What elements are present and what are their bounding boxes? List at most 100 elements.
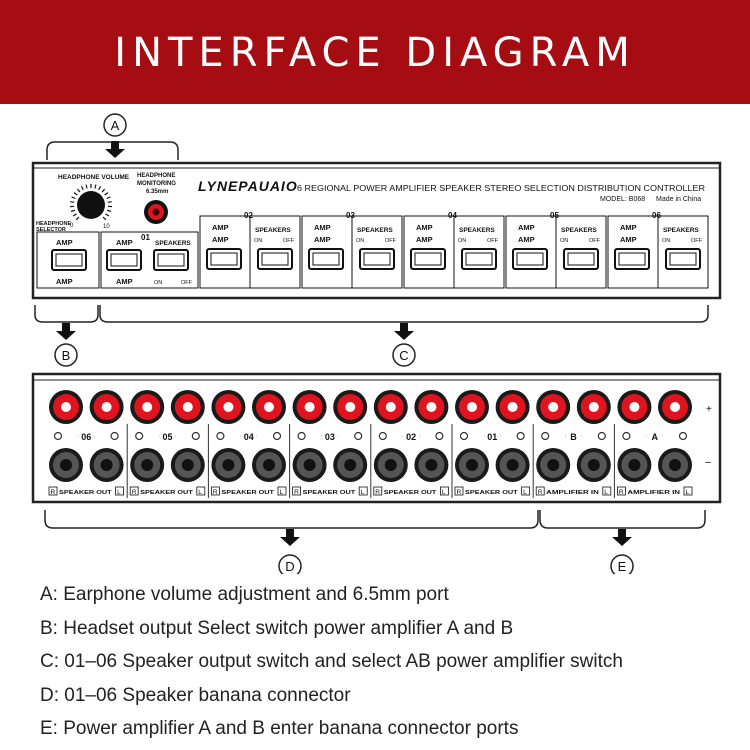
screw-dot bbox=[597, 431, 606, 441]
headphone-monitoring-label-3: 6.35mm bbox=[146, 189, 168, 195]
binding-post-red-hole bbox=[426, 402, 437, 412]
zone-speakers-label: SPEAKERS bbox=[459, 227, 495, 234]
callout-d-circle bbox=[278, 554, 302, 574]
headphone-monitoring-label-1: HEADPHONE bbox=[137, 173, 175, 179]
binding-post-red-hole bbox=[629, 402, 640, 412]
screw-dot bbox=[53, 431, 63, 441]
volume-knob[interactable] bbox=[77, 191, 105, 219]
binding-post-black-hole bbox=[547, 459, 560, 471]
group-number-06: 06 bbox=[81, 432, 91, 442]
binding-post-black-hole bbox=[669, 459, 681, 471]
dial-tick bbox=[80, 186, 84, 191]
minus-sign: − bbox=[705, 457, 711, 469]
binding-post-red-hole bbox=[182, 402, 193, 412]
panel-description: 6 REGIONAL POWER AMPLIFIER SPEAKER STERE… bbox=[297, 183, 705, 193]
r-box bbox=[129, 486, 139, 496]
l-box bbox=[115, 486, 124, 496]
callout-b: B bbox=[34, 305, 99, 367]
page-title: INTERFACE DIAGRAM bbox=[114, 30, 636, 76]
group-number-bg bbox=[159, 428, 176, 444]
r-label: R bbox=[375, 489, 380, 496]
zone-04-speaker-switch-inner bbox=[465, 252, 493, 266]
binding-post-black-hole bbox=[222, 459, 235, 471]
l-box bbox=[521, 486, 530, 496]
screw-dot bbox=[297, 431, 306, 441]
l-box bbox=[358, 486, 368, 496]
headphone-volume-label: HEADPHONE VOLUME bbox=[58, 174, 130, 181]
l-label: L bbox=[686, 489, 690, 496]
screw-dot bbox=[378, 431, 387, 441]
dial-tick bbox=[105, 213, 110, 217]
zone-05-speaker-switch-inner bbox=[567, 252, 595, 266]
r-label: R bbox=[51, 489, 56, 496]
callout-c-bracket bbox=[99, 305, 709, 323]
binding-post-red-hole bbox=[467, 402, 477, 412]
r-box bbox=[617, 486, 626, 496]
zone-01-speakers-label: SPEAKERS bbox=[155, 240, 191, 247]
headphone-selector-label-1: HEADPHONE bbox=[36, 221, 71, 227]
l-box bbox=[277, 486, 287, 496]
r-label: R bbox=[457, 489, 462, 496]
binding-post-red-hole bbox=[304, 402, 315, 412]
screw-dot bbox=[459, 431, 469, 441]
zone-04-amp-switch-inner bbox=[414, 252, 442, 266]
r-box bbox=[535, 486, 545, 496]
zone-amp-a-label: AMP bbox=[518, 223, 535, 232]
zone-01-off: OFF bbox=[181, 280, 193, 286]
callout-d-arrow bbox=[280, 529, 300, 546]
dial-tick bbox=[102, 216, 107, 221]
zone-03-amp-switch-inner bbox=[312, 252, 340, 266]
zone-03-speaker-switch-inner bbox=[363, 252, 391, 266]
screw-dot bbox=[135, 431, 144, 441]
r-label: R bbox=[619, 489, 624, 496]
zone-01-speaker-switch-inner bbox=[157, 253, 185, 267]
dial-tick bbox=[101, 188, 106, 193]
zone-05-number: 05 bbox=[550, 211, 559, 220]
zone-amp-b-label: AMP bbox=[620, 235, 637, 244]
binding-post-black-hole bbox=[587, 459, 600, 471]
callout-b-letter: B bbox=[62, 348, 71, 363]
zone-02-speaker-switch-inner bbox=[261, 252, 289, 266]
binding-post-black-hole bbox=[60, 459, 72, 471]
callout-c-circle bbox=[392, 343, 416, 367]
binding-post-red-hole bbox=[264, 402, 274, 412]
binding-post-red-hole bbox=[345, 402, 356, 412]
model-number: MODEL: B068 bbox=[600, 196, 645, 203]
callout-e: E bbox=[539, 510, 706, 574]
dial-tick bbox=[107, 201, 112, 203]
group-number-bg bbox=[565, 428, 582, 444]
zone-amp-a-label: AMP bbox=[620, 223, 637, 232]
zone-amp-b-label: AMP bbox=[212, 235, 229, 244]
callout-e-circle bbox=[610, 554, 634, 574]
screw-dot bbox=[678, 431, 688, 441]
group-number-A: A bbox=[651, 432, 658, 442]
binding-post-red-hole bbox=[223, 402, 234, 412]
screw-dot bbox=[541, 431, 550, 441]
l-label: L bbox=[442, 489, 446, 496]
zone-04-number: 04 bbox=[448, 211, 457, 220]
screw-dot bbox=[354, 431, 363, 441]
zone-02-number: 02 bbox=[244, 211, 253, 220]
binding-post-black-hole bbox=[384, 459, 397, 471]
zone-on-label: ON bbox=[356, 238, 364, 244]
l-label: L bbox=[198, 489, 202, 496]
legend-item-e: E: Power amplifier A and B enter banana … bbox=[40, 718, 519, 739]
binding-post-red-hole bbox=[588, 402, 599, 412]
dial-tick bbox=[76, 188, 81, 193]
zone-02-amp-switch-inner bbox=[210, 252, 238, 266]
zone-on-label: ON bbox=[458, 238, 466, 244]
binding-post-black-hole bbox=[344, 459, 357, 471]
r-box bbox=[373, 486, 383, 496]
brand-logo: LYNEPAUAIO bbox=[198, 178, 298, 194]
group-label: SPEAKER OUT bbox=[140, 490, 194, 496]
zone-speakers-label: SPEAKERS bbox=[663, 227, 699, 234]
legend-item-b: B: Headset output Select switch power am… bbox=[40, 617, 514, 639]
zone-on-label: ON bbox=[254, 238, 262, 244]
group-number-01: 01 bbox=[487, 432, 497, 442]
group-number-04: 04 bbox=[244, 432, 254, 442]
dial-tick bbox=[70, 209, 76, 213]
zone-off-label: OFF bbox=[385, 238, 397, 244]
binding-post-black-hole bbox=[263, 459, 275, 471]
